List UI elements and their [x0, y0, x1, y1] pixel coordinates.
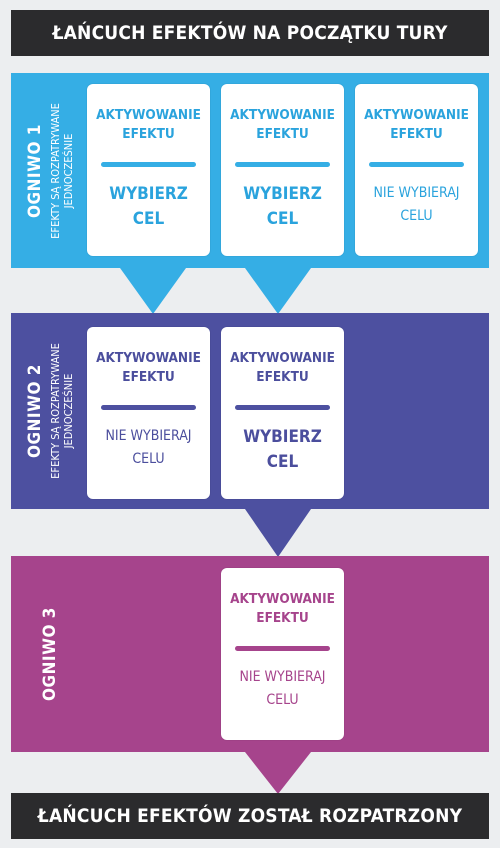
- activate-effect-label: AKTYWOWANIE EFEKTU: [230, 591, 335, 626]
- card-divider: [235, 162, 330, 167]
- flow-arrow: [245, 509, 311, 557]
- no-target-label: NIE WYBIERAJ CELU: [105, 428, 192, 467]
- effect-card: AKTYWOWANIE EFEKTU WYBIERZ CEL: [221, 84, 344, 256]
- no-target-label: NIE WYBIERAJ CELU: [373, 185, 460, 224]
- link-3-label: OGNIWO 3: [11, 556, 89, 752]
- choose-target-label: WYBIERZ CEL: [243, 427, 322, 472]
- effect-card: AKTYWOWANIE EFEKTU WYBIERZ CEL: [87, 84, 210, 256]
- choose-target-label: WYBIERZ CEL: [109, 184, 188, 229]
- effect-card: AKTYWOWANIE EFEKTU NIE WYBIERAJ CELU: [87, 327, 210, 499]
- link-1-subtitle: EFEKTY SĄ ROZPATRYWANE JEDNOCZEŚNIE: [49, 102, 75, 239]
- flow-arrow: [245, 752, 311, 794]
- activate-effect-label: AKTYWOWANIE EFEKTU: [364, 107, 469, 142]
- effect-card: AKTYWOWANIE EFEKTU NIE WYBIERAJ CELU: [355, 84, 478, 256]
- chain-resolved-footer: ŁAŃCUCH EFEKTÓW ZOSTAŁ ROZPATRZONY: [11, 793, 489, 839]
- link-3-title: OGNIWO 3: [40, 607, 60, 701]
- no-target-label: NIE WYBIERAJ CELU: [239, 669, 326, 708]
- card-divider: [235, 646, 330, 651]
- activate-effect-label: AKTYWOWANIE EFEKTU: [96, 107, 201, 142]
- card-divider: [235, 405, 330, 410]
- link-2-label: OGNIWO 2 EFEKTY SĄ ROZPATRYWANE JEDNOCZE…: [11, 313, 89, 509]
- link-2-title: OGNIWO 2: [25, 364, 45, 458]
- flow-arrow: [245, 268, 311, 314]
- link-2-band: OGNIWO 2 EFEKTY SĄ ROZPATRYWANE JEDNOCZE…: [11, 313, 489, 509]
- effect-card: AKTYWOWANIE EFEKTU NIE WYBIERAJ CELU: [221, 568, 344, 740]
- link-3-band: OGNIWO 3 AKTYWOWANIE EFEKTU NIE WYBIERAJ…: [11, 556, 489, 752]
- activate-effect-label: AKTYWOWANIE EFEKTU: [230, 107, 335, 142]
- activate-effect-label: AKTYWOWANIE EFEKTU: [96, 350, 201, 385]
- activate-effect-label: AKTYWOWANIE EFEKTU: [230, 350, 335, 385]
- link-1-band: OGNIWO 1 EFEKTY SĄ ROZPATRYWANE JEDNOCZE…: [11, 73, 489, 268]
- flow-arrow: [120, 268, 186, 314]
- card-divider: [101, 162, 196, 167]
- link-1-title: OGNIWO 1: [25, 123, 45, 218]
- card-divider: [101, 405, 196, 410]
- chain-start-header: ŁAŃCUCH EFEKTÓW NA POCZĄTKU TURY: [11, 10, 489, 56]
- link-2-subtitle: EFEKTY SĄ ROZPATRYWANE JEDNOCZEŚNIE: [49, 343, 75, 479]
- card-divider: [369, 162, 464, 167]
- effect-card: AKTYWOWANIE EFEKTU WYBIERZ CEL: [221, 327, 344, 499]
- choose-target-label: WYBIERZ CEL: [243, 184, 322, 229]
- link-1-label: OGNIWO 1 EFEKTY SĄ ROZPATRYWANE JEDNOCZE…: [11, 73, 89, 268]
